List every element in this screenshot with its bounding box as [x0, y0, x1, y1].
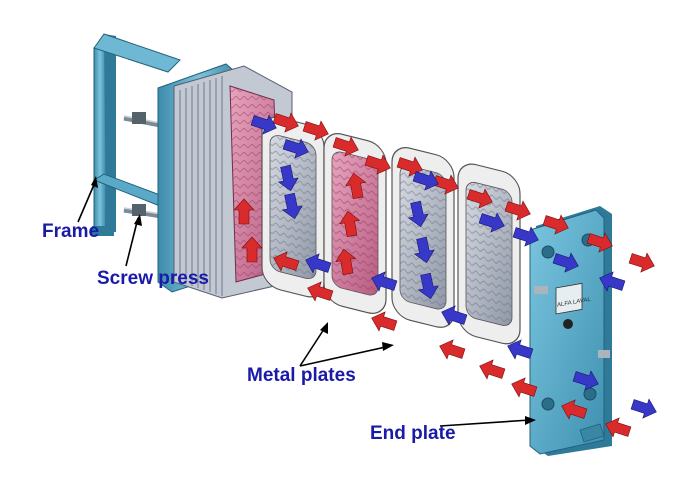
end-plate-label: End plate — [370, 423, 456, 444]
red-arrow-icon — [476, 356, 507, 384]
screw-press-leader — [125, 217, 139, 267]
metal-plates-leader-1 — [299, 325, 327, 367]
leader-lines — [77, 176, 536, 427]
metal-plate-3 — [391, 147, 455, 328]
frame-label: Frame — [42, 221, 100, 242]
metal-plates-leader-2 — [299, 345, 391, 367]
end-plate: ALFA LAVAL — [529, 206, 612, 456]
blue-arrow-icon — [629, 394, 660, 422]
end-plate-leader — [439, 419, 531, 427]
red-arrow-icon — [436, 336, 467, 364]
screw-press-label: Screw press — [97, 268, 209, 289]
metal-plates-label: Metal plates — [247, 365, 356, 386]
metal-plate-4 — [457, 163, 521, 345]
frame-leader — [77, 179, 97, 223]
red-arrow-icon — [627, 248, 658, 276]
